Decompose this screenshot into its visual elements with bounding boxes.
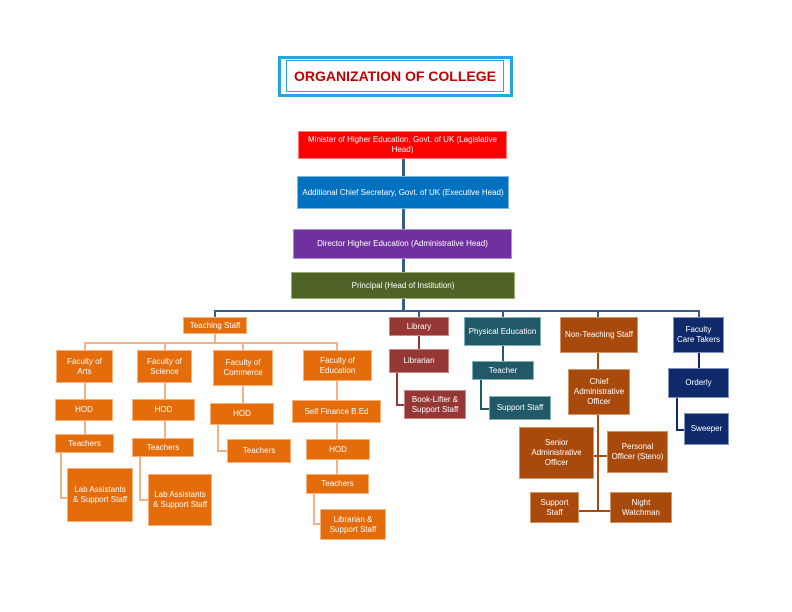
arts-hod-label: HOD bbox=[75, 405, 93, 414]
education-teachers-label: Teachers bbox=[321, 479, 354, 488]
secretary-box: Additional Chief Secretary, Govt. of UK … bbox=[297, 176, 509, 209]
self-finance-box: Self Finance B.Ed bbox=[292, 400, 381, 423]
faculty-education-label: Faculty of Education bbox=[319, 355, 356, 375]
arts-lab-label: Lab Assistants & Support Staff bbox=[72, 485, 128, 504]
arts-teachers-label: Teachers bbox=[68, 438, 101, 448]
education-hod-box: HOD bbox=[306, 439, 370, 460]
faculty-arts-box: Faculty of Arts bbox=[56, 350, 113, 383]
personal-officer-label: Personal Officer (Steno) bbox=[611, 442, 664, 461]
arts-teachers-box: Teachers bbox=[55, 434, 114, 453]
orderly-box: Orderly bbox=[668, 368, 729, 398]
science-hod-box: HOD bbox=[132, 399, 195, 421]
faculty-commerce-box: Faculty of Commerce bbox=[213, 350, 273, 386]
sweeper-label: Sweeper bbox=[690, 424, 723, 433]
director-label: Director Higher Education (Administrativ… bbox=[317, 239, 488, 248]
pe-support-label: Support Staff bbox=[496, 403, 544, 412]
teaching-staff-label: Teaching Staff bbox=[189, 320, 241, 330]
nt-support-label: Support Staff bbox=[540, 497, 569, 517]
education-librarian-box: Librarian & Support Staff bbox=[320, 509, 386, 540]
physical-education-box: Physical Education bbox=[464, 317, 541, 346]
commerce-teachers-box: Teachers bbox=[227, 439, 291, 463]
faculty-education-box: Faculty of Education bbox=[303, 350, 372, 381]
pe-teacher-label: Teacher bbox=[488, 365, 518, 375]
pe-teacher-box: Teacher bbox=[472, 361, 534, 380]
education-teachers-box: Teachers bbox=[306, 474, 369, 494]
chief-admin-label: Chief Administrative Officer bbox=[573, 377, 625, 406]
principal-box: Principal (Head of Institution) bbox=[291, 272, 515, 299]
education-librarian-label: Librarian & Support Staff bbox=[329, 514, 377, 534]
chief-admin-box: Chief Administrative Officer bbox=[568, 369, 630, 415]
library-box: Library bbox=[389, 317, 449, 336]
faculty-science-box: Faculty of Science bbox=[137, 350, 192, 383]
sweeper-box: Sweeper bbox=[684, 413, 729, 445]
night-watchman-box: Night Watchman bbox=[610, 492, 672, 523]
orderly-label: Orderly bbox=[685, 378, 712, 387]
secretary-label: Additional Chief Secretary, Govt. of UK … bbox=[302, 187, 504, 197]
non-teaching-box: Non-Teaching Staff bbox=[560, 317, 638, 353]
library-label: Library bbox=[406, 321, 432, 331]
science-lab-box: Lab Assistants & Support Staff bbox=[148, 474, 212, 526]
principal-label: Principal (Head of Institution) bbox=[351, 280, 455, 290]
faculty-care-label: Faculty Care Takers bbox=[677, 325, 720, 344]
senior-admin-box: Senior Administrative Officer bbox=[519, 427, 594, 479]
faculty-care-box: Faculty Care Takers bbox=[673, 317, 724, 353]
science-teachers-box: Teachers bbox=[132, 438, 194, 457]
faculty-science-label: Faculty of Science bbox=[147, 356, 182, 376]
minister-label: Minister of Higher Education, Govt. of U… bbox=[308, 135, 497, 154]
night-watchman-label: Night Watchman bbox=[622, 497, 660, 517]
teaching-staff-box: Teaching Staff bbox=[183, 317, 247, 334]
arts-lab-box: Lab Assistants & Support Staff bbox=[67, 468, 133, 522]
arts-hod-box: HOD bbox=[55, 399, 113, 421]
director-box: Director Higher Education (Administrativ… bbox=[293, 229, 512, 259]
commerce-teachers-label: Teachers bbox=[242, 446, 276, 455]
book-lifter-label: Book-Lifter & Support Staff bbox=[411, 394, 459, 414]
page-title: ORGANIZATION OF COLLEGE bbox=[286, 60, 504, 92]
librarian-box: Librarian bbox=[389, 349, 449, 373]
minister-box: Minister of Higher Education, Govt. of U… bbox=[298, 131, 507, 159]
science-teachers-label: Teachers bbox=[146, 442, 180, 452]
science-lab-label: Lab Assistants & Support Staff bbox=[152, 490, 208, 509]
commerce-hod-label: HOD bbox=[233, 409, 251, 418]
nt-support-box: Support Staff bbox=[530, 492, 579, 523]
pe-support-box: Support Staff bbox=[489, 396, 551, 420]
senior-admin-label: Senior Administrative Officer bbox=[531, 438, 582, 467]
physical-education-label: Physical Education bbox=[468, 326, 537, 336]
book-lifter-box: Book-Lifter & Support Staff bbox=[404, 390, 466, 419]
science-hod-label: HOD bbox=[154, 405, 173, 414]
commerce-hod-box: HOD bbox=[210, 403, 274, 425]
self-finance-label: Self Finance B.Ed bbox=[304, 406, 369, 416]
faculty-commerce-label: Faculty of Commerce bbox=[223, 358, 263, 377]
personal-officer-box: Personal Officer (Steno) bbox=[607, 431, 668, 473]
non-teaching-label: Non-Teaching Staff bbox=[565, 330, 633, 339]
librarian-label: Librarian bbox=[403, 356, 435, 365]
education-hod-label: HOD bbox=[329, 444, 347, 454]
faculty-arts-label: Faculty of Arts bbox=[67, 356, 102, 376]
